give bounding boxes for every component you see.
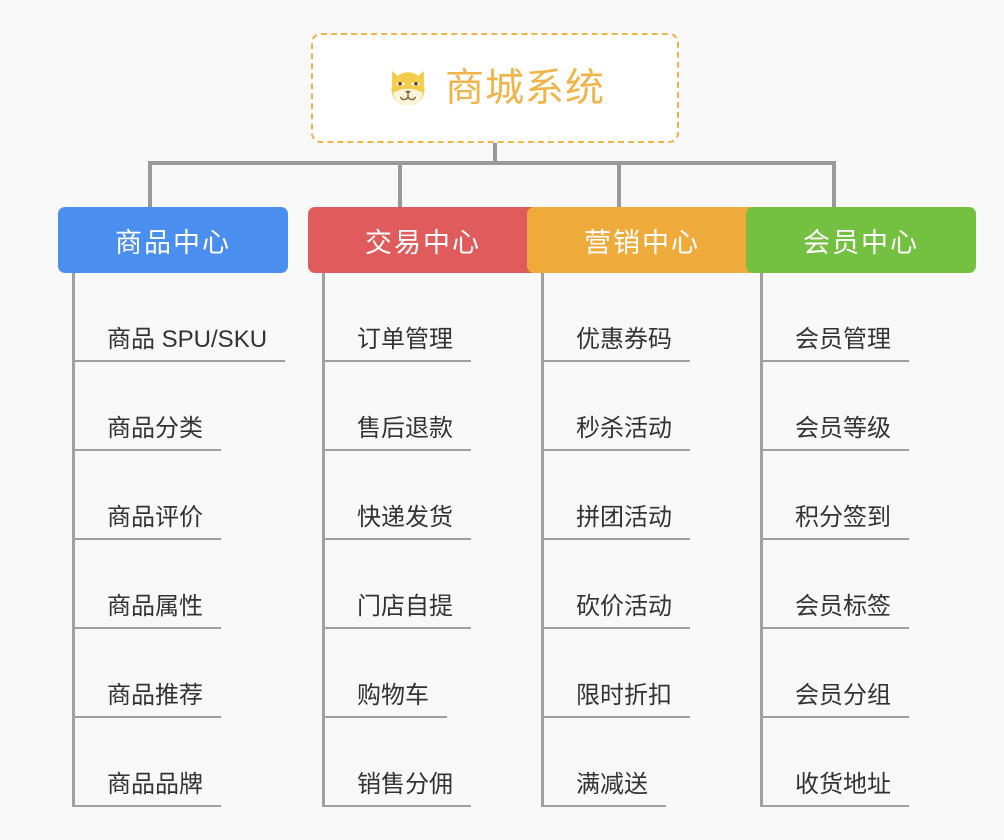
list-item[interactable]: 购物车 bbox=[325, 629, 538, 718]
branch-header-3[interactable]: 营销中心 bbox=[527, 207, 757, 273]
list-item[interactable]: 拼团活动 bbox=[544, 451, 757, 540]
branch-header-label: 会员中心 bbox=[803, 227, 919, 258]
list-item-label: 商品分类 bbox=[107, 415, 203, 443]
list-item[interactable]: 限时折扣 bbox=[544, 629, 757, 718]
list-item[interactable]: 商品评价 bbox=[75, 451, 288, 540]
list-item-label: 商品评价 bbox=[107, 504, 203, 532]
list-item[interactable]: 收货地址 bbox=[763, 718, 976, 807]
list-item-label: 售后退款 bbox=[357, 415, 453, 443]
list-item[interactable]: 快递发货 bbox=[325, 451, 538, 540]
list-item[interactable]: 会员等级 bbox=[763, 362, 976, 451]
connector-drop-4 bbox=[832, 161, 836, 207]
root-title: 商城系统 bbox=[444, 66, 605, 110]
list-item-label: 满减送 bbox=[576, 771, 648, 799]
list-item-label: 销售分佣 bbox=[357, 771, 453, 799]
connector-drop-3 bbox=[617, 161, 621, 207]
list-item[interactable]: 会员分组 bbox=[763, 629, 976, 718]
list-item-label: 商品品牌 bbox=[107, 771, 203, 799]
branch-header-1[interactable]: 商品中心 bbox=[58, 207, 288, 273]
list-item[interactable]: 积分签到 bbox=[763, 451, 976, 540]
branch-header-label: 交易中心 bbox=[365, 227, 481, 258]
branch-header-4[interactable]: 会员中心 bbox=[746, 207, 976, 273]
list-item[interactable]: 商品分类 bbox=[75, 362, 288, 451]
list-item-label: 商品推荐 bbox=[107, 682, 203, 710]
branch-items-4: 会员管理 会员等级 积分签到 会员标签 会员分组 收货地址 bbox=[760, 273, 976, 807]
list-item-label: 购物车 bbox=[357, 682, 429, 710]
branch-items-1: 商品 SPU/SKU 商品分类 商品评价 商品属性 商品推荐 商品品牌 bbox=[72, 273, 288, 807]
list-item-label: 会员等级 bbox=[795, 415, 891, 443]
list-item[interactable]: 会员管理 bbox=[763, 273, 976, 362]
list-item-label: 门店自提 bbox=[357, 593, 453, 621]
root-node[interactable]: 商城系统 bbox=[311, 33, 679, 143]
list-item-label: 会员标签 bbox=[795, 593, 891, 621]
branch-column-2: 交易中心 订单管理 售后退款 快递发货 门店自提 购物车 销售分佣 bbox=[308, 207, 538, 807]
branch-items-2: 订单管理 售后退款 快递发货 门店自提 购物车 销售分佣 bbox=[322, 273, 538, 807]
list-item-label: 积分签到 bbox=[795, 504, 891, 532]
list-item[interactable]: 商品品牌 bbox=[75, 718, 288, 807]
connector-horizontal-bus bbox=[148, 161, 836, 165]
shiba-dog-face-icon bbox=[391, 70, 425, 106]
list-item-label: 快递发货 bbox=[357, 504, 453, 532]
list-item-label: 拼团活动 bbox=[576, 504, 672, 532]
list-item[interactable]: 销售分佣 bbox=[325, 718, 538, 807]
list-item-label: 优惠券码 bbox=[576, 326, 672, 354]
connector-drop-2 bbox=[398, 161, 402, 207]
connector-drop-1 bbox=[148, 161, 152, 207]
list-item-label: 收货地址 bbox=[795, 771, 891, 799]
list-item[interactable]: 商品 SPU/SKU bbox=[75, 273, 288, 362]
list-item[interactable]: 售后退款 bbox=[325, 362, 538, 451]
list-item-label: 商品 SPU/SKU bbox=[107, 326, 268, 354]
list-item[interactable]: 砍价活动 bbox=[544, 540, 757, 629]
list-item[interactable]: 商品属性 bbox=[75, 540, 288, 629]
list-item-label: 砍价活动 bbox=[576, 593, 672, 621]
list-item[interactable]: 门店自提 bbox=[325, 540, 538, 629]
branch-header-label: 商品中心 bbox=[115, 227, 231, 258]
list-item[interactable]: 优惠券码 bbox=[544, 273, 757, 362]
list-item[interactable]: 满减送 bbox=[544, 718, 757, 807]
connector-root-stem bbox=[493, 143, 497, 164]
branch-items-3: 优惠券码 秒杀活动 拼团活动 砍价活动 限时折扣 满减送 bbox=[541, 273, 757, 807]
branch-header-2[interactable]: 交易中心 bbox=[308, 207, 538, 273]
list-item[interactable]: 商品推荐 bbox=[75, 629, 288, 718]
branch-column-1: 商品中心 商品 SPU/SKU 商品分类 商品评价 商品属性 商品推荐 商品品牌 bbox=[58, 207, 288, 807]
list-item[interactable]: 订单管理 bbox=[325, 273, 538, 362]
list-item-label: 限时折扣 bbox=[576, 682, 672, 710]
list-item-label: 秒杀活动 bbox=[576, 415, 672, 443]
list-item-label: 会员管理 bbox=[795, 326, 891, 354]
list-item-label: 商品属性 bbox=[107, 593, 203, 621]
list-item[interactable]: 会员标签 bbox=[763, 540, 976, 629]
branch-header-label: 营销中心 bbox=[584, 227, 700, 258]
branch-column-4: 会员中心 会员管理 会员等级 积分签到 会员标签 会员分组 收货地址 bbox=[746, 207, 976, 807]
branch-column-3: 营销中心 优惠券码 秒杀活动 拼团活动 砍价活动 限时折扣 满减送 bbox=[527, 207, 757, 807]
list-item-label: 订单管理 bbox=[357, 326, 453, 354]
list-item[interactable]: 秒杀活动 bbox=[544, 362, 757, 451]
list-item-label: 会员分组 bbox=[795, 682, 891, 710]
